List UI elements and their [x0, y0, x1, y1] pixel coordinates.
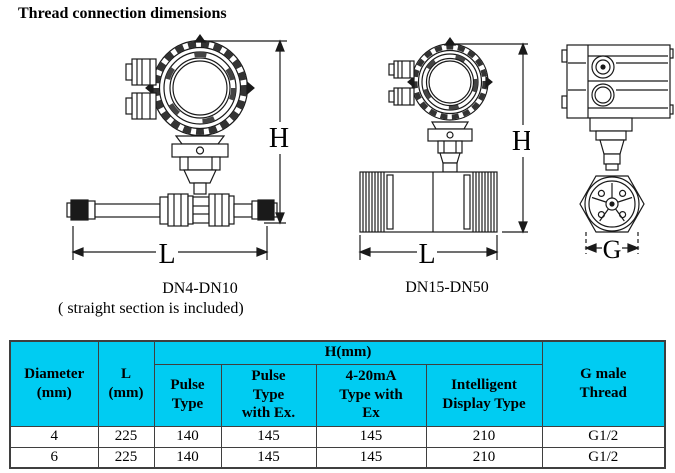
dimension-l: L: [71, 226, 269, 270]
col-header-length: L (mm): [97, 340, 155, 427]
cell-thread: G1/2: [541, 446, 666, 469]
col-header-4-20ma-ex: 4-20mA Type with Ex: [315, 363, 427, 427]
cell-length: 225: [97, 446, 155, 469]
caption-dn15-dn50: DN15-DN50: [405, 279, 489, 296]
dimension-g: G: [584, 232, 640, 264]
table-header-row-group: Diameter (mm) L (mm) H(mm) G male Thread: [9, 340, 666, 427]
cell-diameter: 4: [9, 425, 99, 448]
cell-h-4-20ma: 145: [315, 425, 427, 448]
transmitter-head: [145, 33, 255, 137]
dimension-l: L: [358, 235, 499, 270]
col-header-intelligent-display: Intelligent Display Type: [425, 363, 543, 427]
diagram-dn4-dn10: H L: [66, 33, 293, 270]
dimension-h: H: [203, 39, 293, 225]
diagram-dn15-dn50: H L: [358, 36, 530, 270]
cell-h-pulse: 140: [153, 425, 222, 448]
col-header-diameter: Diameter (mm): [9, 340, 99, 427]
cell-h-pulse-ex: 145: [220, 446, 317, 469]
col-header-h-group: H(mm): [153, 340, 543, 365]
dim-label-l: L: [158, 239, 175, 270]
caption-dn4-dn10: DN4-DN10: [162, 280, 238, 297]
table-row-dn4: 4 225 140 145 145 210 G1/2: [9, 425, 666, 448]
cell-thread: G1/2: [541, 425, 666, 448]
diagram-side-view: G: [561, 44, 674, 264]
dim-label-h: H: [269, 123, 289, 154]
table-header-row-sub: Pulse Type Pulse Type with Ex. 4-20mA Ty…: [10, 363, 665, 427]
col-header-g-thread: G male Thread: [541, 340, 666, 427]
meter-pipe: [66, 193, 278, 227]
col-header-pulse-ex: Pulse Type with Ex.: [220, 363, 317, 427]
table-row-dn6: 6 225 140 145 145 210 G1/2: [9, 446, 666, 469]
cell-length: 225: [97, 425, 155, 448]
page-title: Thread connection dimensions: [18, 5, 227, 22]
caption-dn4-note: ( straight section is included): [58, 300, 244, 317]
dimension-table: Diameter (mm) L (mm) H(mm) G male Thread…: [9, 340, 667, 469]
cell-h-intelligent: 210: [425, 446, 543, 469]
transmitter-head: [407, 36, 493, 121]
dimension-h: H: [453, 42, 530, 234]
dim-label-h: H: [512, 126, 530, 157]
cable-ports: [388, 60, 415, 106]
cell-h-4-20ma: 145: [315, 446, 427, 469]
cell-diameter: 6: [9, 446, 99, 469]
dim-label-g: G: [603, 235, 622, 264]
col-header-pulse: Pulse Type: [153, 363, 222, 427]
meter-body: [359, 171, 498, 233]
cable-ports: [125, 58, 157, 120]
cell-h-pulse-ex: 145: [220, 425, 317, 448]
dim-label-l: L: [418, 239, 435, 270]
turbine-rotor: [591, 183, 633, 222]
cell-h-pulse: 140: [153, 446, 222, 469]
hex-nut-axial-view: [579, 175, 645, 233]
meter-neck: [427, 121, 473, 173]
cell-h-intelligent: 210: [425, 425, 543, 448]
housing-side: [561, 44, 674, 119]
meter-neck: [171, 135, 229, 195]
meter-neck: [589, 117, 633, 171]
